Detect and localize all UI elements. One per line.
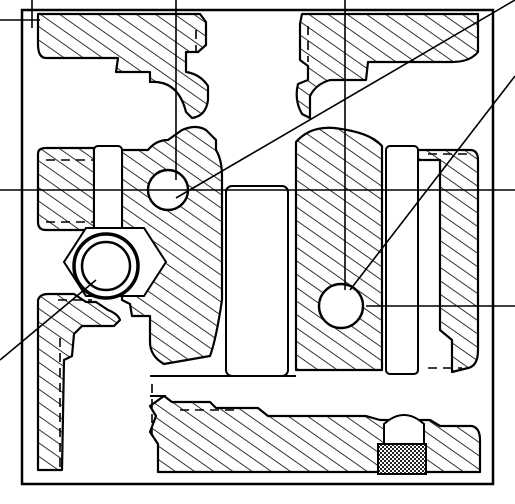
hidden-lines bbox=[46, 26, 472, 470]
section-right-wing bbox=[416, 148, 480, 374]
lower-channel bbox=[150, 375, 296, 397]
central-passage bbox=[225, 185, 289, 377]
housing-outline bbox=[20, 8, 495, 486]
leader-1 bbox=[175, 0, 515, 199]
section-center-right bbox=[294, 126, 384, 372]
section-top-right bbox=[295, 12, 480, 120]
section-bottom bbox=[148, 394, 482, 474]
leader-lines bbox=[0, 0, 515, 361]
vertical-bore-right bbox=[385, 145, 419, 375]
fitting-nut bbox=[62, 227, 168, 300]
center-lines bbox=[0, 0, 515, 290]
leader-2 bbox=[349, 75, 515, 291]
section-top-left bbox=[36, 12, 210, 120]
orifice-lower-right bbox=[317, 282, 365, 330]
section-lower-left bbox=[36, 292, 122, 472]
seal-packing bbox=[377, 443, 427, 475]
seal-plug bbox=[377, 414, 427, 475]
leader-4 bbox=[0, 279, 97, 361]
